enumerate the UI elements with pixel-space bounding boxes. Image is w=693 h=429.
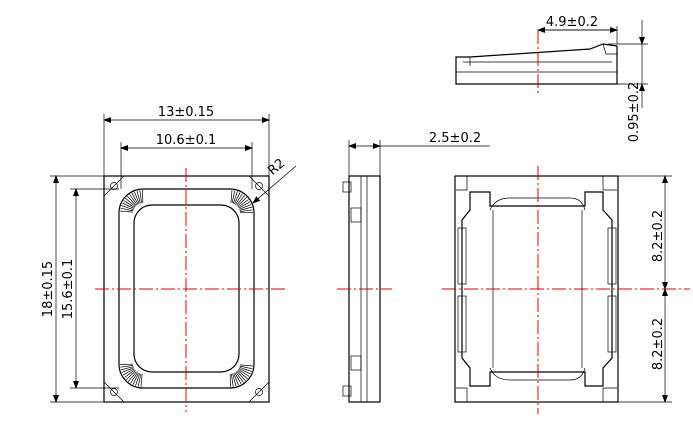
side-terminal-top (342, 181, 352, 193)
surround-rib (130, 372, 138, 384)
surround-rib (235, 371, 244, 383)
surround-rib (127, 195, 137, 206)
surround-rib (238, 368, 251, 375)
surround-rib (233, 373, 239, 386)
surround-rib (137, 373, 142, 387)
surround-rib (124, 369, 136, 378)
dim-front-inner-height: 15.6±0.1 (61, 259, 76, 320)
surround-rib (127, 371, 137, 382)
top-body-outline (455, 43, 618, 85)
surround-rib (238, 201, 251, 209)
surround-rib (120, 210, 134, 213)
surround-rib (135, 373, 141, 386)
dim-top-width: 4.9±0.2 (546, 15, 598, 30)
surround-rib (131, 192, 139, 205)
surround-rib (231, 373, 234, 387)
surround-rib (231, 190, 236, 204)
back-view: 8.2±0.2 8.2±0.2 (442, 166, 690, 414)
mount-hole-top-right (255, 182, 263, 190)
dim-front-overall-width: 13±0.15 (158, 105, 214, 120)
surround-rib (134, 191, 140, 204)
side-view: 2.5±0.2 (337, 131, 490, 403)
surround-rib (234, 192, 241, 205)
surround-rib (230, 190, 233, 204)
dim-top-height: 0.95±0.2 (627, 82, 642, 143)
surround-rib (239, 364, 253, 367)
front-view: 13±0.15 10.6±0.1 18±0.15 15.6±0.1 R2 (41, 105, 297, 412)
surround-rib (132, 372, 139, 385)
surround-ribs (119, 189, 254, 388)
surround-rib (239, 366, 252, 372)
surround-rib (122, 202, 135, 209)
mount-hole-bottom-right (255, 388, 263, 396)
surround-rib (140, 373, 143, 387)
surround-rib (236, 371, 246, 382)
surround-rib (237, 199, 249, 208)
back-basket (461, 191, 613, 387)
surround-rib (237, 370, 248, 380)
surround-rib (120, 207, 134, 212)
dim-back-upper-half: 8.2±0.2 (651, 210, 666, 262)
surround-rib (125, 370, 136, 380)
surround-rib (129, 194, 138, 206)
surround-rib (122, 368, 135, 376)
dim-side-thickness: 2.5±0.2 (429, 131, 481, 146)
surround-rib (239, 204, 252, 210)
surround-rib (125, 197, 136, 207)
surround-rib (235, 193, 243, 205)
surround-rib (121, 367, 134, 373)
surround-rib (234, 372, 242, 385)
dim-front-inner-width: 10.6±0.1 (156, 133, 217, 148)
surround-rib (232, 191, 238, 204)
surround-rib (239, 206, 253, 211)
surround-rib (239, 209, 253, 212)
mount-hole-top-left (110, 182, 118, 190)
surround-rib (238, 369, 250, 377)
surround-rib (139, 190, 142, 204)
surround-rib (232, 373, 237, 387)
corner-bevels (103, 175, 270, 403)
surround-rib (136, 190, 141, 204)
surround-rib (237, 197, 248, 207)
mount-hole-bottom-left (110, 388, 118, 396)
dim-back-lower-half: 8.2±0.2 (651, 318, 666, 370)
surround-rib (121, 205, 134, 211)
surround-rib (239, 365, 253, 370)
surround-rib (120, 366, 134, 371)
surround-rib (236, 195, 246, 206)
side-terminal-bottom (342, 385, 352, 397)
dim-front-overall-height: 18±0.15 (41, 261, 56, 317)
surround-rib (123, 200, 135, 208)
surround-rib (120, 365, 134, 368)
top-view: 4.9±0.2 0.95±0.2 (455, 15, 648, 143)
